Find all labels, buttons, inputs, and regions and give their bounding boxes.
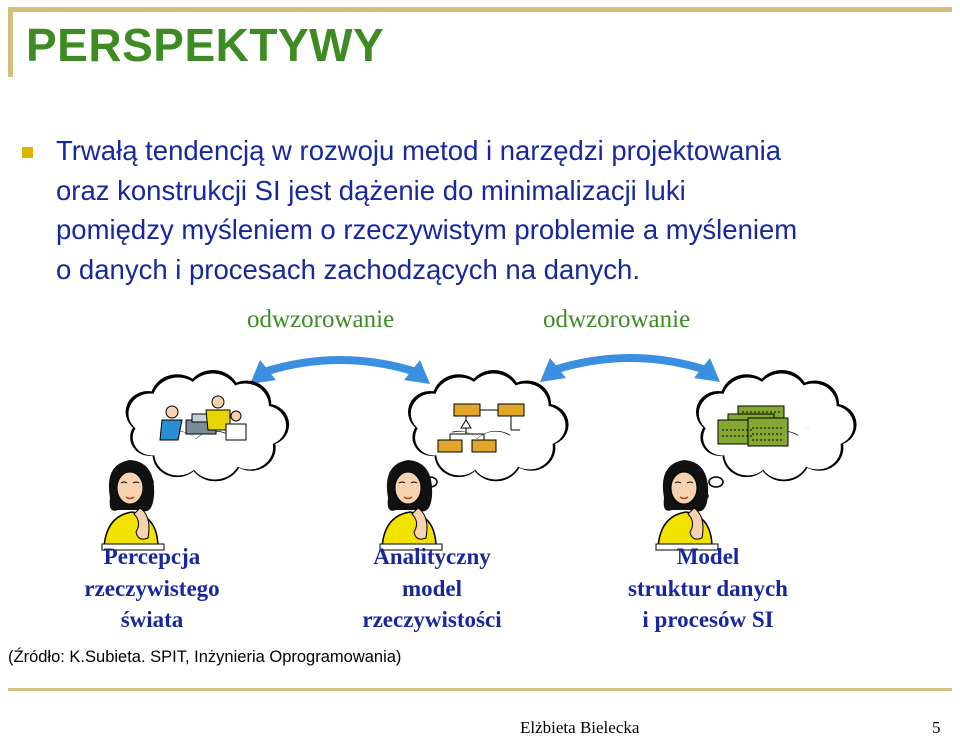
table-grid-icon [717,405,789,447]
page-number: 5 [932,718,941,737]
caption-analytic-model: Analityczny model rzeczywistości [302,541,562,636]
bottom-rule [8,688,952,691]
caption-line: struktur danych [628,575,788,601]
thought-cloud-icon [408,370,569,500]
caption-line: Model [676,544,740,569]
caption-line: model [401,575,463,601]
bullet-line: oraz konstrukcji SI jest dążenie do mini… [56,174,686,206]
bullet-line: Trwałą tendencją w rozwoju metod i narzę… [56,135,782,166]
double-arrow-icon [540,358,720,382]
caption-line: i procesów SI [642,607,774,632]
footer-author: Elżbieta Bielecka [520,718,640,737]
mapping-label-1: odwzorowanie [247,306,395,333]
bullet-line: o danych i procesach zachodzących na dan… [56,253,640,285]
caption-line: Analityczny [373,544,491,569]
mapping-label-2: odwzorowanie [543,306,691,333]
caption-perception: Percepcja rzeczywistego świata [22,541,282,636]
top-rule [8,7,952,12]
caption-line: świata [120,607,184,632]
bullet-icon [22,147,33,158]
bullet-line: pomiędzy myśleniem o rzeczywistym proble… [56,214,798,245]
left-rule [8,7,13,77]
flowchart-icon [437,403,525,453]
bullet-text: Trwałą tendencją w rozwoju metod i narzę… [56,131,946,289]
double-arrow-icon [250,360,430,384]
thinking-woman-icon [101,459,165,551]
source-note: (Źródło: K.Subieta. SPIT, Inżynieria Opr… [8,648,402,666]
thinking-woman-icon [655,459,719,551]
caption-data-model: Model struktur danych i procesów SI [578,541,838,636]
thinking-woman-icon [379,459,443,551]
people-at-computer-icon [159,395,247,441]
caption-line: rzeczywistego [84,575,220,601]
caption-line: Percepcja [103,544,201,569]
slide-title: PERSPEKTYWY [26,19,385,71]
caption-line: rzeczywistości [362,607,502,632]
